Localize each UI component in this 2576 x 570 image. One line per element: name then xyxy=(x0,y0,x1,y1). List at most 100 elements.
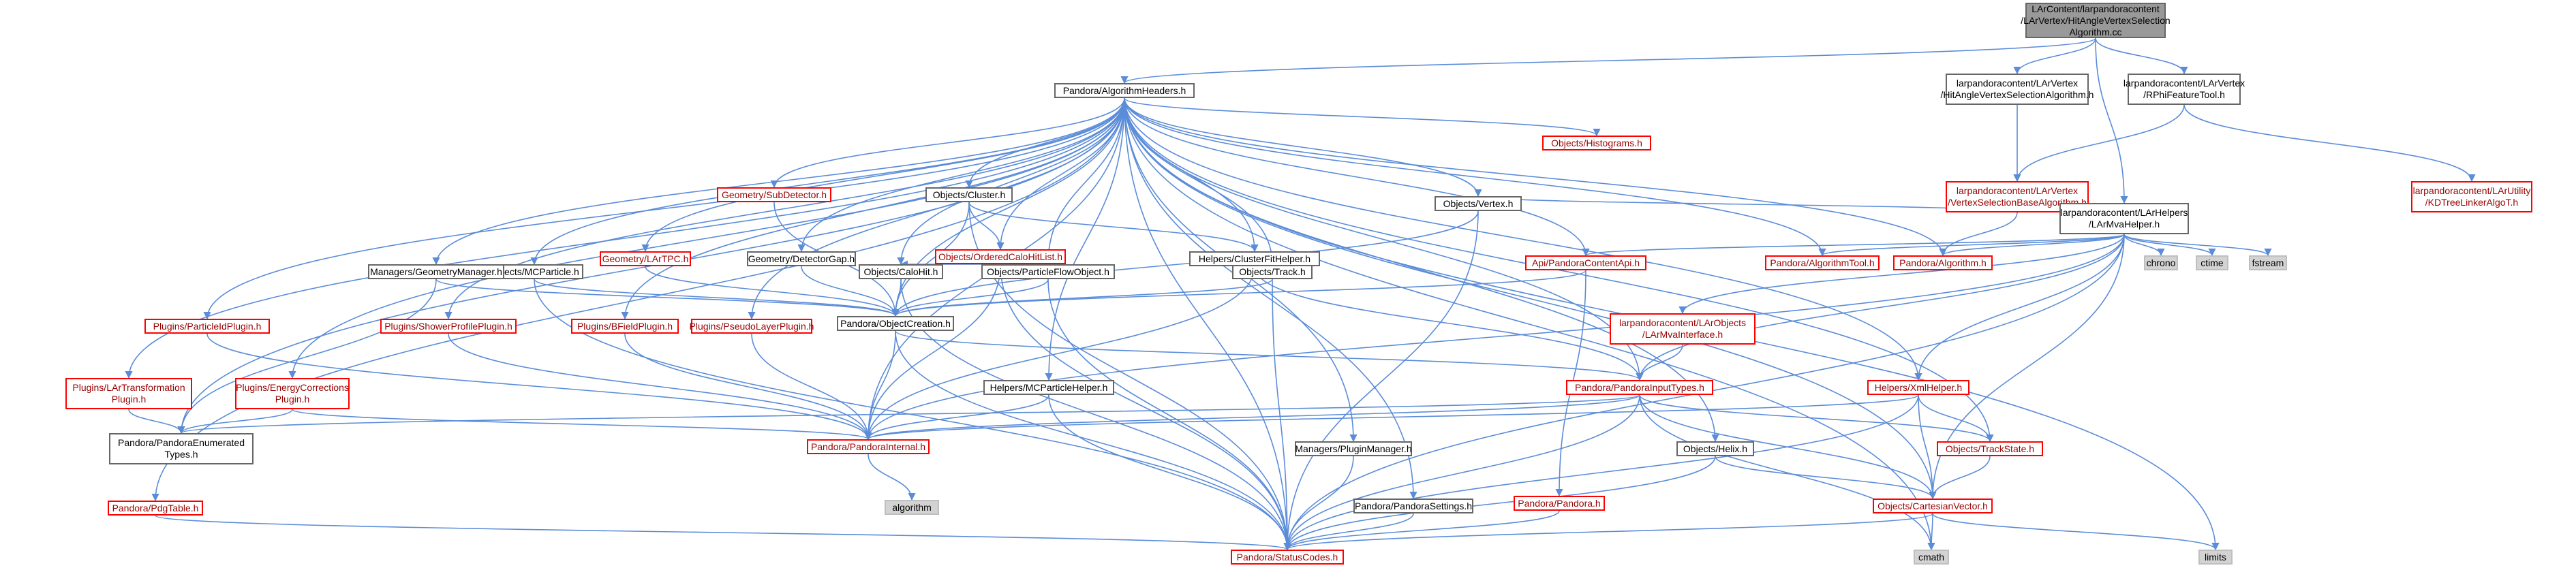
graph-node-label: larpandoracontent/LArObjects /LArMvaInte… xyxy=(1619,317,1746,340)
graph-edge-cartesian-limits xyxy=(1932,513,2220,551)
graph-node-label: larpandoracontent/LArVertex /VertexSelec… xyxy=(1948,185,2087,208)
graph-node-cartesian[interactable]: Objects/CartesianVector.h xyxy=(1873,498,1993,513)
graph-edge-xmlhelper-statuscodes xyxy=(1283,394,1919,551)
graph-node-showerprofile[interactable]: Plugins/ShowerProfilePlugin.h xyxy=(380,319,517,334)
graph-edge-mvahelper-chrono xyxy=(2123,234,2165,257)
graph-node-ordered[interactable]: Objects/OrderedCaloHitList.h xyxy=(935,249,1066,264)
graph-edge-pluginmgr-statuscodes xyxy=(1283,456,1354,551)
graph-node-algorithm_h[interactable]: Pandora/Algorithm.h xyxy=(1893,255,1993,270)
graph-node-limits: limits xyxy=(2198,550,2233,565)
graph-edge-mvahelper-xmlhelper xyxy=(1914,234,2125,381)
graph-edge-algheaders-algorithm_h xyxy=(1124,97,1947,257)
graph-edge-pdgtable-statuscodes xyxy=(155,515,1291,551)
graph-node-mcparticle[interactable]: Objects/MCParticle.h xyxy=(485,264,583,279)
graph-node-enumtypes[interactable]: Pandora/PandoraEnumerated Types.h xyxy=(109,433,254,464)
graph-edge-algheaders-geommgr xyxy=(432,97,1125,266)
graph-node-label: Geometry/SubDetector.h xyxy=(721,189,827,200)
graph-node-vertex[interactable]: Objects/Vertex.h xyxy=(1435,196,1522,211)
graph-node-pandora_h[interactable]: Pandora/Pandora.h xyxy=(1514,496,1605,511)
graph-node-helix[interactable]: Objects/Helix.h xyxy=(1676,441,1754,456)
graph-node-track[interactable]: Objects/Track.h xyxy=(1232,264,1313,279)
graph-node-pfo[interactable]: Objects/ParticleFlowObject.h xyxy=(981,264,1115,279)
graph-node-subdet[interactable]: Geometry/SubDetector.h xyxy=(717,187,831,202)
graph-edge-geommgr-objcreation xyxy=(435,279,900,317)
graph-edge-clusterfit-inputtypes xyxy=(1254,266,1644,381)
graph-node-trackstate[interactable]: Objects/TrackState.h xyxy=(1937,441,2043,456)
graph-node-label: Objects/ParticleFlowObject.h xyxy=(987,266,1109,277)
graph-node-clusterfit[interactable]: Helpers/ClusterFitHelper.h xyxy=(1189,251,1320,266)
graph-node-xmlhelper[interactable]: Helpers/XmlHelper.h xyxy=(1867,380,1969,395)
graph-node-label: Objects/Vertex.h xyxy=(1443,197,1514,209)
graph-node-pinternal[interactable]: Pandora/PandoraInternal.h xyxy=(807,439,930,454)
graph-edge-algheaders-mcphelper xyxy=(1045,97,1125,381)
graph-node-root[interactable]: LArContent/larpandoracontent /LArVertex/… xyxy=(2021,3,2171,38)
graph-edge-vsba-algorithm_h xyxy=(1939,212,2018,257)
graph-node-label: ctime xyxy=(2201,257,2224,268)
graph-node-apicontent[interactable]: Api/PandoraContentApi.h xyxy=(1525,255,1646,270)
graph-node-inputtypes[interactable]: Pandora/PandoraInputTypes.h xyxy=(1566,380,1713,395)
graph-edge-root-rphi xyxy=(2095,37,2188,75)
graph-node-label: Helpers/ClusterFitHelper.h xyxy=(1198,253,1311,264)
graph-node-calohit[interactable]: Objects/CaloHit.h xyxy=(859,264,943,279)
graph-node-label: Objects/OrderedCaloHitList.h xyxy=(938,251,1063,262)
graph-node-pluginmgr[interactable]: Managers/PluginManager.h xyxy=(1295,441,1412,456)
graph-node-label: Pandora/AlgorithmTool.h xyxy=(1770,257,1875,268)
graph-node-mvaint[interactable]: larpandoracontent/LArObjects /LArMvaInte… xyxy=(1610,313,1755,345)
graph-node-mvahelper[interactable]: larpandoracontent/LArHelpers /LArMvaHelp… xyxy=(2059,203,2189,234)
graph-edge-inputtypes-cmath xyxy=(1639,394,1935,551)
graph-edge-energycorr-pinternal xyxy=(292,409,872,441)
graph-node-bfield[interactable]: Plugins/BFieldPlugin.h xyxy=(571,319,679,334)
graph-node-algtool[interactable]: Pandora/AlgorithmTool.h xyxy=(1765,255,1880,270)
graph-edge-algheaders-apicontent xyxy=(1124,97,1590,257)
graph-node-label: Plugins/ShowerProfilePlugin.h xyxy=(384,320,512,332)
graph-node-objcreation[interactable]: Pandora/ObjectCreation.h xyxy=(837,316,954,331)
graph-node-label: Objects/MCParticle.h xyxy=(489,266,579,277)
graph-edge-algheaders-histograms xyxy=(1124,97,1601,137)
graph-node-particleid[interactable]: Plugins/ParticleIdPlugin.h xyxy=(144,319,270,334)
graph-node-label: Pandora/PandoraEnumerated Types.h xyxy=(117,437,245,460)
graph-node-algheaders[interactable]: Pandora/AlgorithmHeaders.h xyxy=(1054,83,1195,98)
graph-edge-settings-statuscodes xyxy=(1283,513,1414,551)
graph-node-detgap[interactable]: Geometry/DetectorGap.h xyxy=(747,251,856,266)
graph-edge-mvahelper-pinternal xyxy=(864,234,2125,441)
graph-edge-algheaders-xmlhelper xyxy=(1124,97,1922,381)
graph-edge-lartpc-objcreation xyxy=(645,266,900,317)
graph-edge-cluster-ordered xyxy=(968,202,1005,251)
graph-edge-algheaders-calohit xyxy=(897,97,1125,266)
graph-node-settings[interactable]: Pandora/PandoraSettings.h xyxy=(1353,498,1473,513)
graph-node-rphi[interactable]: larpandoracontent/LArVertex /RPhiFeature… xyxy=(2123,74,2245,105)
graph-edge-algheaders-inputtypes xyxy=(1124,97,1644,381)
graph-node-mcphelper[interactable]: Helpers/MCParticleHelper.h xyxy=(983,380,1114,395)
graph-edge-inputtypes-trackstate xyxy=(1639,394,1994,443)
graph-node-label: Api/PandoraContentApi.h xyxy=(1532,257,1640,268)
graph-node-lartpc[interactable]: Geometry/LArTPC.h xyxy=(600,251,691,266)
graph-edge-clusterfit-pinternal xyxy=(864,266,1255,441)
graph-node-label: Pandora/ObjectCreation.h xyxy=(840,317,951,329)
graph-node-pdgtable[interactable]: Pandora/PdgTable.h xyxy=(108,501,203,516)
graph-node-fstream: fstream xyxy=(2249,255,2287,270)
graph-node-geommgr[interactable]: Managers/GeometryManager.h xyxy=(368,264,504,279)
graph-node-label: Objects/CaloHit.h xyxy=(863,266,938,277)
graph-edge-algheaders-algtool xyxy=(1124,97,1826,257)
graph-node-label: Managers/GeometryManager.h xyxy=(370,266,502,277)
graph-node-label: Helpers/XmlHelper.h xyxy=(1874,381,1963,393)
graph-node-lartransf[interactable]: Plugins/LArTransformation Plugin.h xyxy=(65,378,192,409)
graph-node-pseudolayer[interactable]: Plugins/PseudoLayerPlugin.h xyxy=(690,319,814,334)
graph-edge-trackstate-cartesian xyxy=(1929,456,1991,500)
graph-edge-root-mvahelper xyxy=(2095,37,2128,204)
graph-edge-helix-cartesian xyxy=(1715,456,1937,500)
graph-node-label: larpandoracontent/LArHelpers /LArMvaHelp… xyxy=(2060,207,2188,229)
graph-node-label: Pandora/StatusCodes.h xyxy=(1236,551,1338,563)
graph-edge-vertex-objcreation xyxy=(891,210,1479,317)
graph-edge-mcparticle-objcreation xyxy=(534,279,900,317)
graph-edge-calohit-statuscodes xyxy=(900,279,1291,551)
graph-edge-energycorr-enumtypes xyxy=(177,409,293,434)
graph-node-kdtree[interactable]: larpandoracontent/LArUtility /KDTreeLink… xyxy=(2411,181,2532,212)
graph-node-cluster[interactable]: Objects/Cluster.h xyxy=(925,187,1013,202)
graph-node-hitangle_h[interactable]: larpandoracontent/LArVertex /HitAngleVer… xyxy=(1941,74,2094,105)
graph-node-histograms[interactable]: Objects/Histograms.h xyxy=(1542,136,1651,151)
graph-node-statuscodes[interactable]: Pandora/StatusCodes.h xyxy=(1231,550,1344,565)
graph-edge-pinternal-algorithm_std xyxy=(868,454,916,501)
graph-node-energycorr[interactable]: Plugins/EnergyCorrections Plugin.h xyxy=(235,378,350,409)
graph-node-label: Plugins/ParticleIdPlugin.h xyxy=(153,320,262,332)
